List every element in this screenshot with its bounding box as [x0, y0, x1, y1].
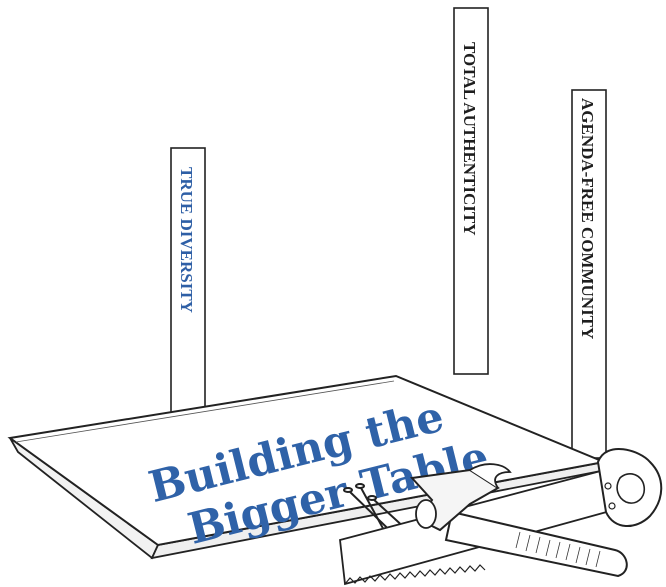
leg-agenda-free-community-label: AGENDA-FREE COMMUNITY — [578, 98, 597, 339]
leg-total-authenticity-label: TOTAL AUTHENTICITY — [460, 42, 479, 236]
hammer-illustration — [409, 463, 628, 578]
leg-total-authenticity: TOTAL AUTHENTICITY — [453, 7, 489, 375]
leg-true-diversity: TRUE DIVERSITY — [170, 147, 206, 419]
leg-true-diversity-label: TRUE DIVERSITY — [177, 167, 196, 313]
leg-agenda-free-community: AGENDA-FREE COMMUNITY — [571, 89, 607, 459]
